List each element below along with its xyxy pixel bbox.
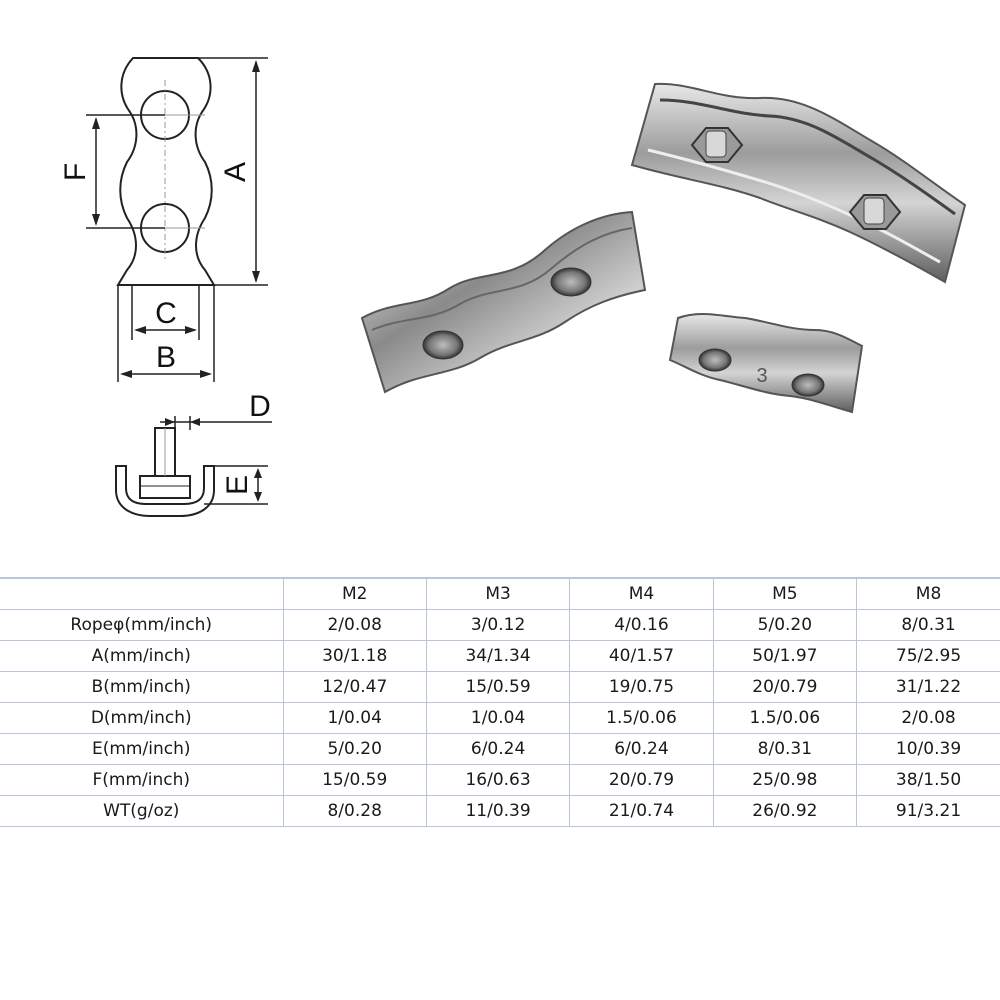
table-row: E(mm/inch) 5/0.20 6/0.24 6/0.24 8/0.31 1… <box>0 733 1000 765</box>
table-cell: 40/1.57 <box>569 640 714 672</box>
table-cell: 2/0.08 <box>282 609 427 641</box>
dim-label-e: E <box>221 475 254 495</box>
table-cell: 8/0.28 <box>282 795 427 827</box>
table-cell: 21/0.74 <box>569 795 714 827</box>
table-row: B(mm/inch) 12/0.47 15/0.59 19/0.75 20/0.… <box>0 671 1000 703</box>
header-cell: M5 <box>712 577 858 610</box>
row-label: F(mm/inch) <box>0 764 284 796</box>
dim-label-b: B <box>156 341 176 374</box>
table-cell: 3/0.12 <box>425 609 571 641</box>
table-cell: 31/1.22 <box>856 671 1000 703</box>
table-cell: 11/0.39 <box>425 795 571 827</box>
small-clip-hole-left <box>698 348 732 372</box>
table-cell: 5/0.20 <box>282 733 427 765</box>
table-cell: 34/1.34 <box>425 640 571 672</box>
medium-clip-hole-right <box>550 267 592 297</box>
medium-clip-hole-left <box>422 330 464 360</box>
table-cell: 1.5/0.06 <box>712 702 858 734</box>
dimension-c <box>131 285 200 340</box>
header-cell: M8 <box>856 577 1000 610</box>
table-row: WT(g/oz) 8/0.28 11/0.39 21/0.74 26/0.92 … <box>0 795 1000 827</box>
hex-nut-left <box>690 127 744 163</box>
dimension-e <box>204 465 268 505</box>
dimension-d <box>160 416 272 430</box>
small-clip-hole-right <box>791 373 825 397</box>
table-row: D(mm/inch) 1/0.04 1/0.04 1.5/0.06 1.5/0.… <box>0 702 1000 734</box>
side-view-drawing <box>115 427 215 517</box>
medium-clip-photo <box>360 210 647 394</box>
table-cell: 26/0.92 <box>712 795 858 827</box>
row-label: B(mm/inch) <box>0 671 284 703</box>
dimension-a <box>198 57 268 286</box>
table-cell: 30/1.18 <box>282 640 427 672</box>
table-cell: 20/0.79 <box>712 671 858 703</box>
product-diagram-area: A F C B D <box>59 57 967 517</box>
row-label: D(mm/inch) <box>0 702 284 734</box>
dimension-f <box>86 114 165 229</box>
table-cell: 8/0.31 <box>856 609 1000 641</box>
table-cell: 25/0.98 <box>712 764 858 796</box>
row-label: Ropeφ(mm/inch) <box>0 609 284 641</box>
table-row: F(mm/inch) 15/0.59 16/0.63 20/0.79 25/0.… <box>0 764 1000 796</box>
table-cell: 1/0.04 <box>425 702 571 734</box>
table-cell: 38/1.50 <box>856 764 1000 796</box>
header-cell: M2 <box>282 577 427 610</box>
table-cell: 1/0.04 <box>282 702 427 734</box>
table-cell: 15/0.59 <box>425 671 571 703</box>
table-cell: 75/2.95 <box>856 640 1000 672</box>
dim-label-d: D <box>249 390 271 423</box>
table-row: Ropeφ(mm/inch) 2/0.08 3/0.12 4/0.16 5/0.… <box>0 609 1000 641</box>
table-cell: 5/0.20 <box>712 609 858 641</box>
row-label: A(mm/inch) <box>0 640 284 672</box>
table-cell: 19/0.75 <box>569 671 714 703</box>
table-cell: 15/0.59 <box>282 764 427 796</box>
small-clip-size-marking: 3 <box>756 365 767 387</box>
row-label: WT(g/oz) <box>0 795 284 827</box>
large-clip-photo <box>630 82 967 284</box>
clip-outline <box>116 57 216 286</box>
table-cell: 6/0.24 <box>569 733 714 765</box>
table-row: A(mm/inch) 30/1.18 34/1.34 40/1.57 50/1.… <box>0 640 1000 672</box>
small-clip-photo: 3 <box>668 313 864 414</box>
table-cell: 20/0.79 <box>569 764 714 796</box>
table-cell: 8/0.31 <box>712 733 858 765</box>
table-header-row: M2 M3 M4 M5 M8 <box>0 577 1000 610</box>
table-cell: 6/0.24 <box>425 733 571 765</box>
front-view-drawing <box>116 57 216 286</box>
table-cell: 10/0.39 <box>856 733 1000 765</box>
table-cell: 4/0.16 <box>569 609 714 641</box>
row-label: E(mm/inch) <box>0 733 284 765</box>
dim-label-a: A <box>219 162 252 182</box>
table-cell: 2/0.08 <box>856 702 1000 734</box>
dim-label-f: F <box>59 163 92 181</box>
table-cell: 16/0.63 <box>425 764 571 796</box>
table-cell: 12/0.47 <box>282 671 427 703</box>
dim-label-c: C <box>155 297 177 330</box>
diagram-svg: A F C B D <box>59 57 967 517</box>
header-cell: M4 <box>569 577 714 610</box>
hex-nut-right <box>848 194 902 230</box>
header-cell <box>0 577 284 610</box>
dimension-b <box>117 285 215 382</box>
header-cell: M3 <box>425 577 571 610</box>
table-cell: 50/1.97 <box>712 640 858 672</box>
table-cell: 91/3.21 <box>856 795 1000 827</box>
spec-table: M2 M3 M4 M5 M8 Ropeφ(mm/inch) 2/0.08 3/0… <box>0 577 1000 827</box>
table-cell: 1.5/0.06 <box>569 702 714 734</box>
